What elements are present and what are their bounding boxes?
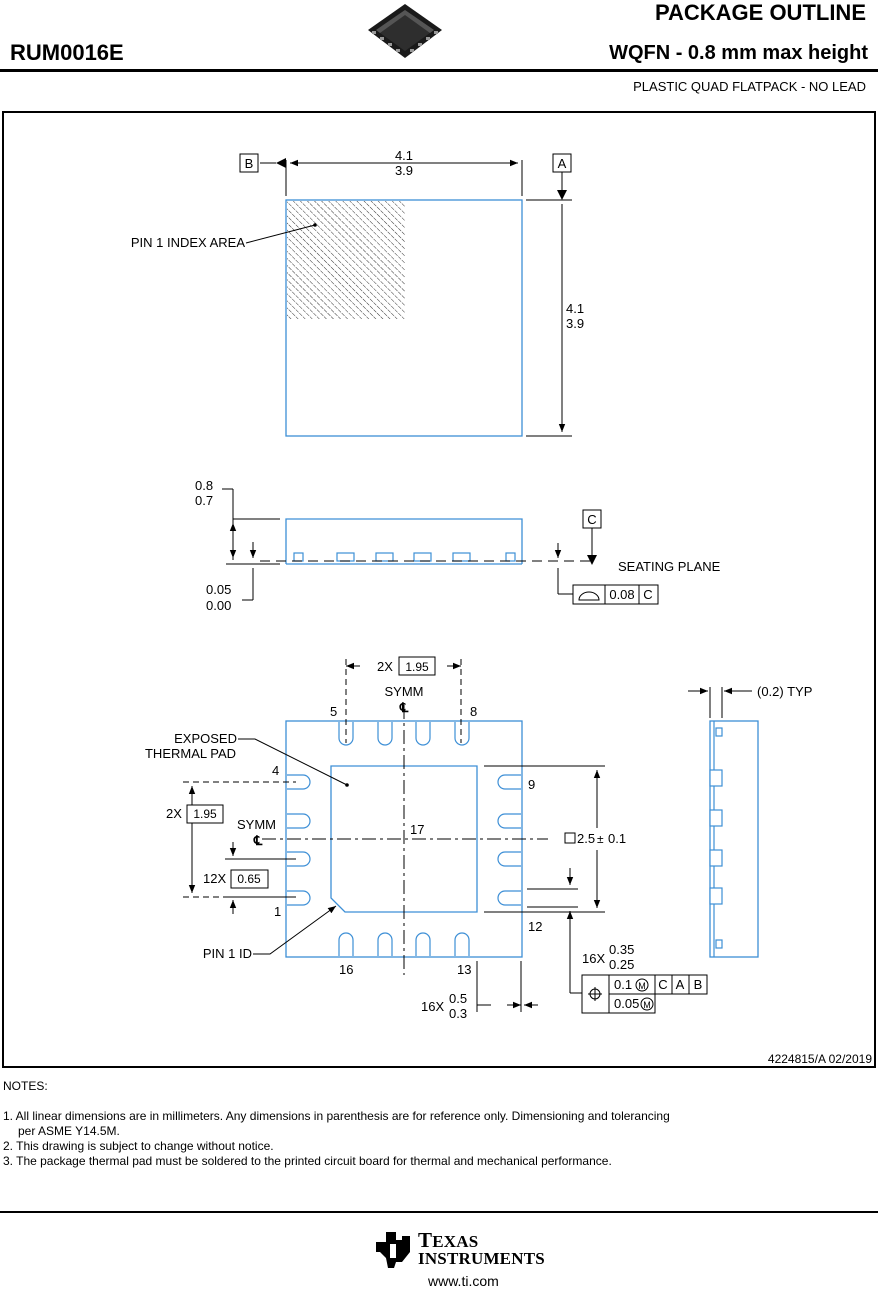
svg-text:M: M bbox=[638, 981, 646, 991]
notes-section: NOTES: 1. All linear dimensions are in m… bbox=[3, 1079, 863, 1169]
part-number: RUM0016E bbox=[10, 40, 124, 65]
standoff-min: 0.00 bbox=[206, 598, 231, 613]
thermal-pad-size: 2.5 bbox=[577, 831, 595, 846]
lead-length-max: 0.5 bbox=[449, 991, 467, 1006]
header-rule bbox=[0, 69, 878, 72]
top-height-max: 4.1 bbox=[566, 301, 584, 316]
side-height-max: 0.8 bbox=[195, 478, 213, 493]
top-pad-span-value: 1.95 bbox=[405, 660, 429, 674]
doc-type-title: PACKAGE OUTLINE bbox=[654, 0, 866, 25]
typ-dimension-label: (0.2) TYP bbox=[757, 684, 812, 699]
datum-b-label: B bbox=[245, 156, 254, 171]
datum-ref-b: B bbox=[694, 977, 703, 992]
exposed-pad-label-line2: THERMAL PAD bbox=[145, 746, 236, 761]
top-pad-span-qty: 2X bbox=[377, 659, 393, 674]
drawing-frame bbox=[2, 111, 876, 1068]
end-view: (0.2) TYP bbox=[688, 684, 812, 958]
lead-width-max: 0.35 bbox=[609, 942, 634, 957]
top-height-min: 3.9 bbox=[566, 316, 584, 331]
profile-surface-icon bbox=[578, 591, 600, 601]
flatness-datum: C bbox=[643, 587, 652, 602]
pin-9-label: 9 bbox=[528, 777, 535, 792]
datum-a-label: A bbox=[558, 156, 567, 171]
bottom-view: 2X 1.95 SYMM ℄ 5 8 4 9 1 12 16 13 17 EXP… bbox=[145, 656, 708, 1021]
standoff-max: 0.05 bbox=[206, 582, 231, 597]
footer-rule bbox=[0, 1211, 878, 1213]
pin-8-label: 8 bbox=[470, 704, 477, 719]
package-body-top bbox=[285, 199, 523, 437]
side-view: 0.8 0.7 0.05 0.00 C SEATING PLANE 0.08 C bbox=[195, 478, 721, 613]
drawing-number: 4224815/A 02/2019 bbox=[768, 1052, 872, 1066]
pin-5-label: 5 bbox=[330, 704, 337, 719]
ti-brand: Texas Instruments bbox=[418, 1228, 545, 1268]
pin-16-label: 16 bbox=[339, 962, 353, 977]
thermal-pad-tolerance: 0.1 bbox=[608, 831, 626, 846]
ti-brand-line2: Instruments bbox=[418, 1249, 545, 1268]
ti-logo-icon bbox=[376, 1232, 410, 1268]
centerline-icon-left: ℄ bbox=[253, 833, 263, 848]
pin-13-label: 13 bbox=[457, 962, 471, 977]
pitch-qty: 12X bbox=[203, 871, 226, 886]
seating-plane-label: SEATING PLANE bbox=[618, 559, 721, 574]
position-tol-2: 0.05 bbox=[614, 996, 639, 1011]
symm-label-top: SYMM bbox=[385, 684, 424, 699]
exposed-pad-label-line1: EXPOSED bbox=[174, 731, 237, 746]
mmc-icon-1 bbox=[635, 978, 649, 992]
pitch-value: 0.65 bbox=[237, 872, 261, 886]
lead-width-qty: 16X bbox=[582, 951, 605, 966]
centerline-icon-top: ℄ bbox=[399, 700, 409, 715]
ti-url-link[interactable]: www.ti.com bbox=[428, 1273, 499, 1289]
package-drawing: B 4.1 3.9 A 4.1 3.9 PIN 1 INDEX AREA bbox=[131, 148, 872, 1066]
pin1-index-area-label: PIN 1 INDEX AREA bbox=[131, 235, 245, 250]
datum-c-label: C bbox=[587, 512, 596, 527]
plus-minus-icon: ± bbox=[597, 832, 604, 846]
symm-label-left: SYMM bbox=[237, 817, 276, 832]
position-tol-1: 0.1 bbox=[614, 977, 632, 992]
top-width-min: 3.9 bbox=[395, 163, 413, 178]
side-height-min: 0.7 bbox=[195, 493, 213, 508]
lead-length-min: 0.3 bbox=[449, 1006, 467, 1021]
note-item-3: 3. The package thermal pad must be solde… bbox=[3, 1154, 612, 1168]
notes-title: NOTES: bbox=[3, 1079, 48, 1093]
left-pad-span-qty: 2X bbox=[166, 806, 182, 821]
pad-17-label: 17 bbox=[410, 822, 424, 837]
pin-12-label: 12 bbox=[528, 919, 542, 934]
mmc-icon-2 bbox=[640, 997, 654, 1011]
flatness-value: 0.08 bbox=[609, 587, 634, 602]
note-item-2: 2. This drawing is subject to change wit… bbox=[3, 1139, 274, 1153]
pin-1-label: 1 bbox=[274, 904, 281, 919]
note-item-1-cont: per ASME Y14.5M. bbox=[18, 1124, 120, 1138]
package-icon bbox=[368, 4, 442, 58]
package-description: PLASTIC QUAD FLATPACK - NO LEAD bbox=[633, 79, 866, 94]
datum-ref-c: C bbox=[658, 977, 667, 992]
datum-ref-a: A bbox=[676, 977, 685, 992]
pin-4-label: 4 bbox=[272, 763, 279, 778]
note-item-1: 1. All linear dimensions are in millimet… bbox=[3, 1109, 670, 1123]
left-pad-span-value: 1.95 bbox=[193, 807, 217, 821]
lead-width-min: 0.25 bbox=[609, 957, 634, 972]
pin1-index-area bbox=[287, 201, 405, 319]
svg-text:M: M bbox=[643, 1000, 651, 1010]
top-width-max: 4.1 bbox=[395, 148, 413, 163]
square-symbol-icon bbox=[564, 832, 576, 844]
lead-length-qty: 16X bbox=[421, 999, 444, 1014]
thermal-pad bbox=[330, 765, 478, 913]
pin1-id-label: PIN 1 ID bbox=[203, 946, 252, 961]
package-name: WQFN - 0.8 mm max height bbox=[609, 42, 868, 64]
ti-brand-line1: Texas bbox=[418, 1228, 479, 1252]
ti-brand-texas: exas bbox=[432, 1232, 479, 1251]
top-view: B 4.1 3.9 A 4.1 3.9 PIN 1 INDEX AREA bbox=[131, 148, 584, 437]
